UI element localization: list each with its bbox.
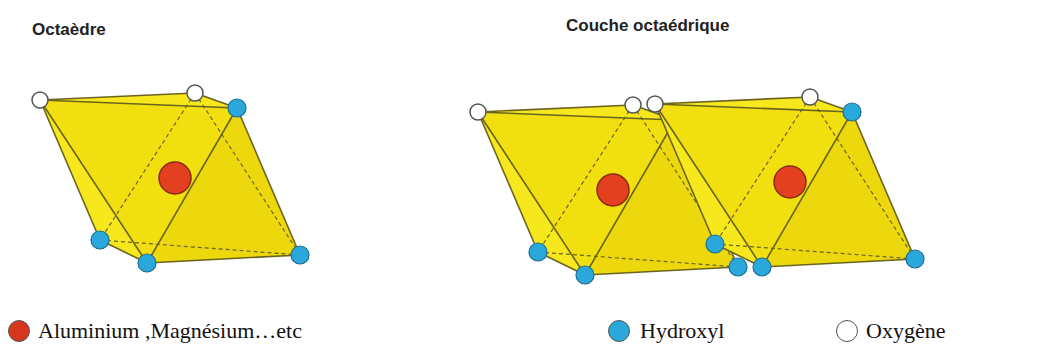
legend-swatch [608, 320, 630, 342]
octahedron-layer-right [647, 89, 924, 276]
octahedron-single [32, 85, 309, 272]
legend-text: Aluminium ,Magnésium…etc [38, 318, 302, 344]
figure-title: Octaèdre [32, 20, 106, 40]
figure-title: Couche octaédrique [566, 16, 729, 36]
legend-swatch [836, 320, 858, 342]
legend-text: Hydroxyl [640, 318, 724, 344]
legend-text: Oxygène [866, 318, 945, 344]
legend-swatch [8, 320, 30, 342]
